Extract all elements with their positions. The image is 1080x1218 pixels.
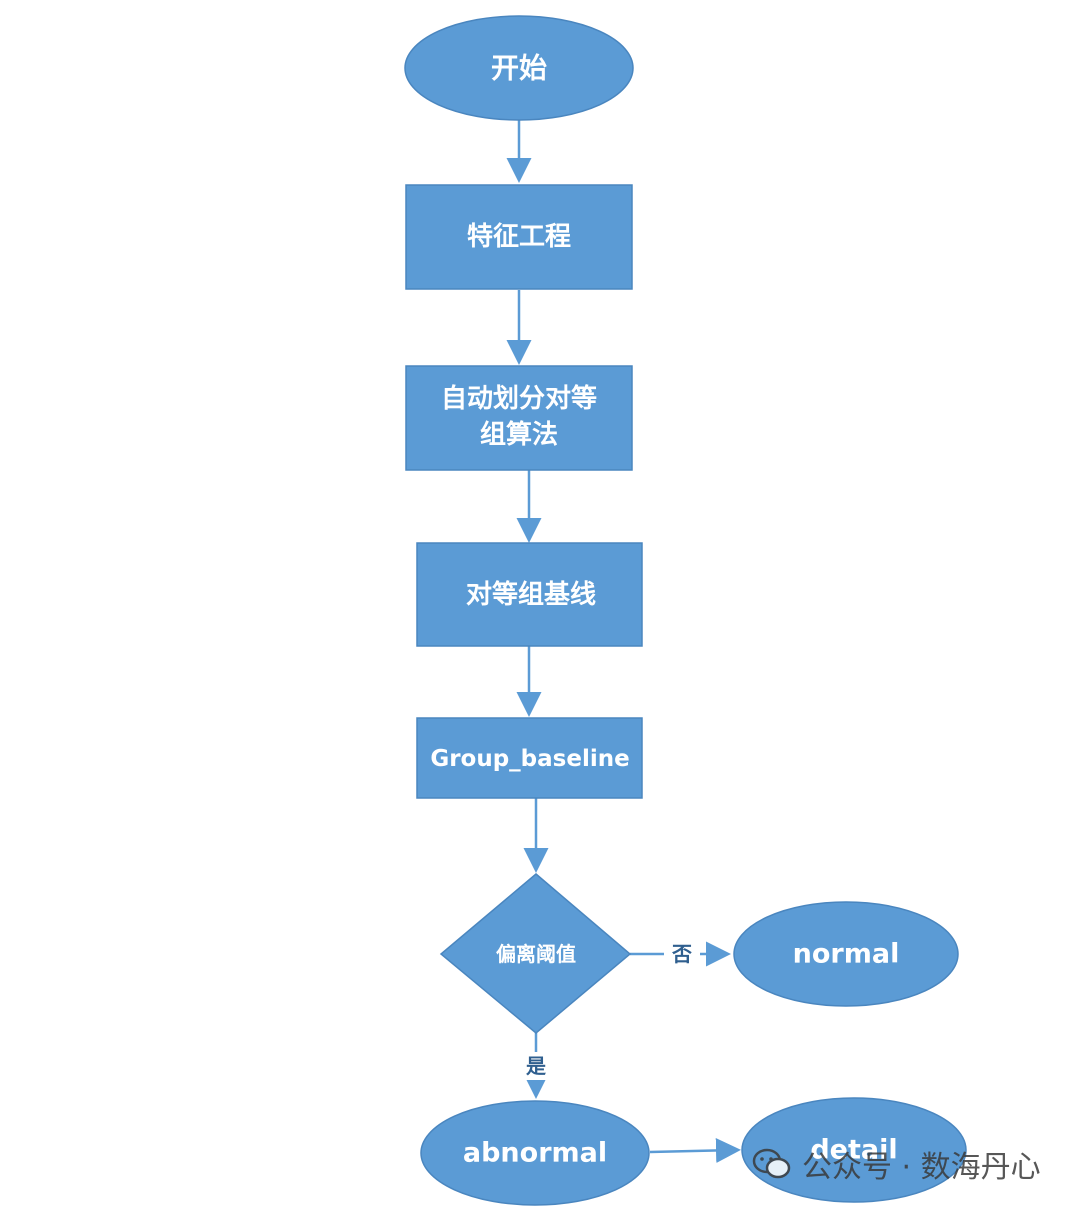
- edge-label-no: 否: [671, 942, 692, 966]
- group-baseline-node: Group_baseline: [416, 717, 643, 799]
- detail-node: detail: [741, 1097, 967, 1203]
- start-node-label: 开始: [491, 52, 547, 85]
- feature-engineering-node: 特征工程: [405, 184, 633, 290]
- start-node: 开始: [404, 15, 634, 121]
- watermark-label: 公众号 · 数海丹心: [802, 1150, 1041, 1185]
- normal-label: normal: [793, 939, 900, 970]
- abnormal-label: abnormal: [463, 1138, 607, 1169]
- feature-engineering-label: 特征工程: [467, 221, 571, 252]
- edge-label-yes: 是: [525, 1054, 546, 1078]
- abnormal-node: abnormal: [420, 1100, 650, 1206]
- deviation-threshold-label: 偏离阈值: [496, 942, 576, 966]
- peer-group-baseline-node: 对等组基线: [416, 542, 643, 647]
- edge-abnormal-to-detail: [649, 1137, 741, 1163]
- chat-bubble-icon: [752, 1148, 791, 1179]
- group-baseline-label: Group_baseline: [430, 746, 629, 772]
- normal-node: normal: [733, 901, 959, 1007]
- auto-partition-node: 自动划分对等 组算法: [405, 365, 633, 471]
- auto-partition-label-line2: 组算法: [480, 419, 558, 450]
- peer-group-baseline-label: 对等组基线: [466, 579, 596, 610]
- auto-partition-label-line1: 自动划分对等: [441, 383, 597, 414]
- deviation-threshold-decision: 偏离阈值: [439, 873, 632, 1034]
- watermark: 公众号 · 数海丹心: [752, 1142, 1041, 1186]
- detail-label: detail: [810, 1135, 897, 1166]
